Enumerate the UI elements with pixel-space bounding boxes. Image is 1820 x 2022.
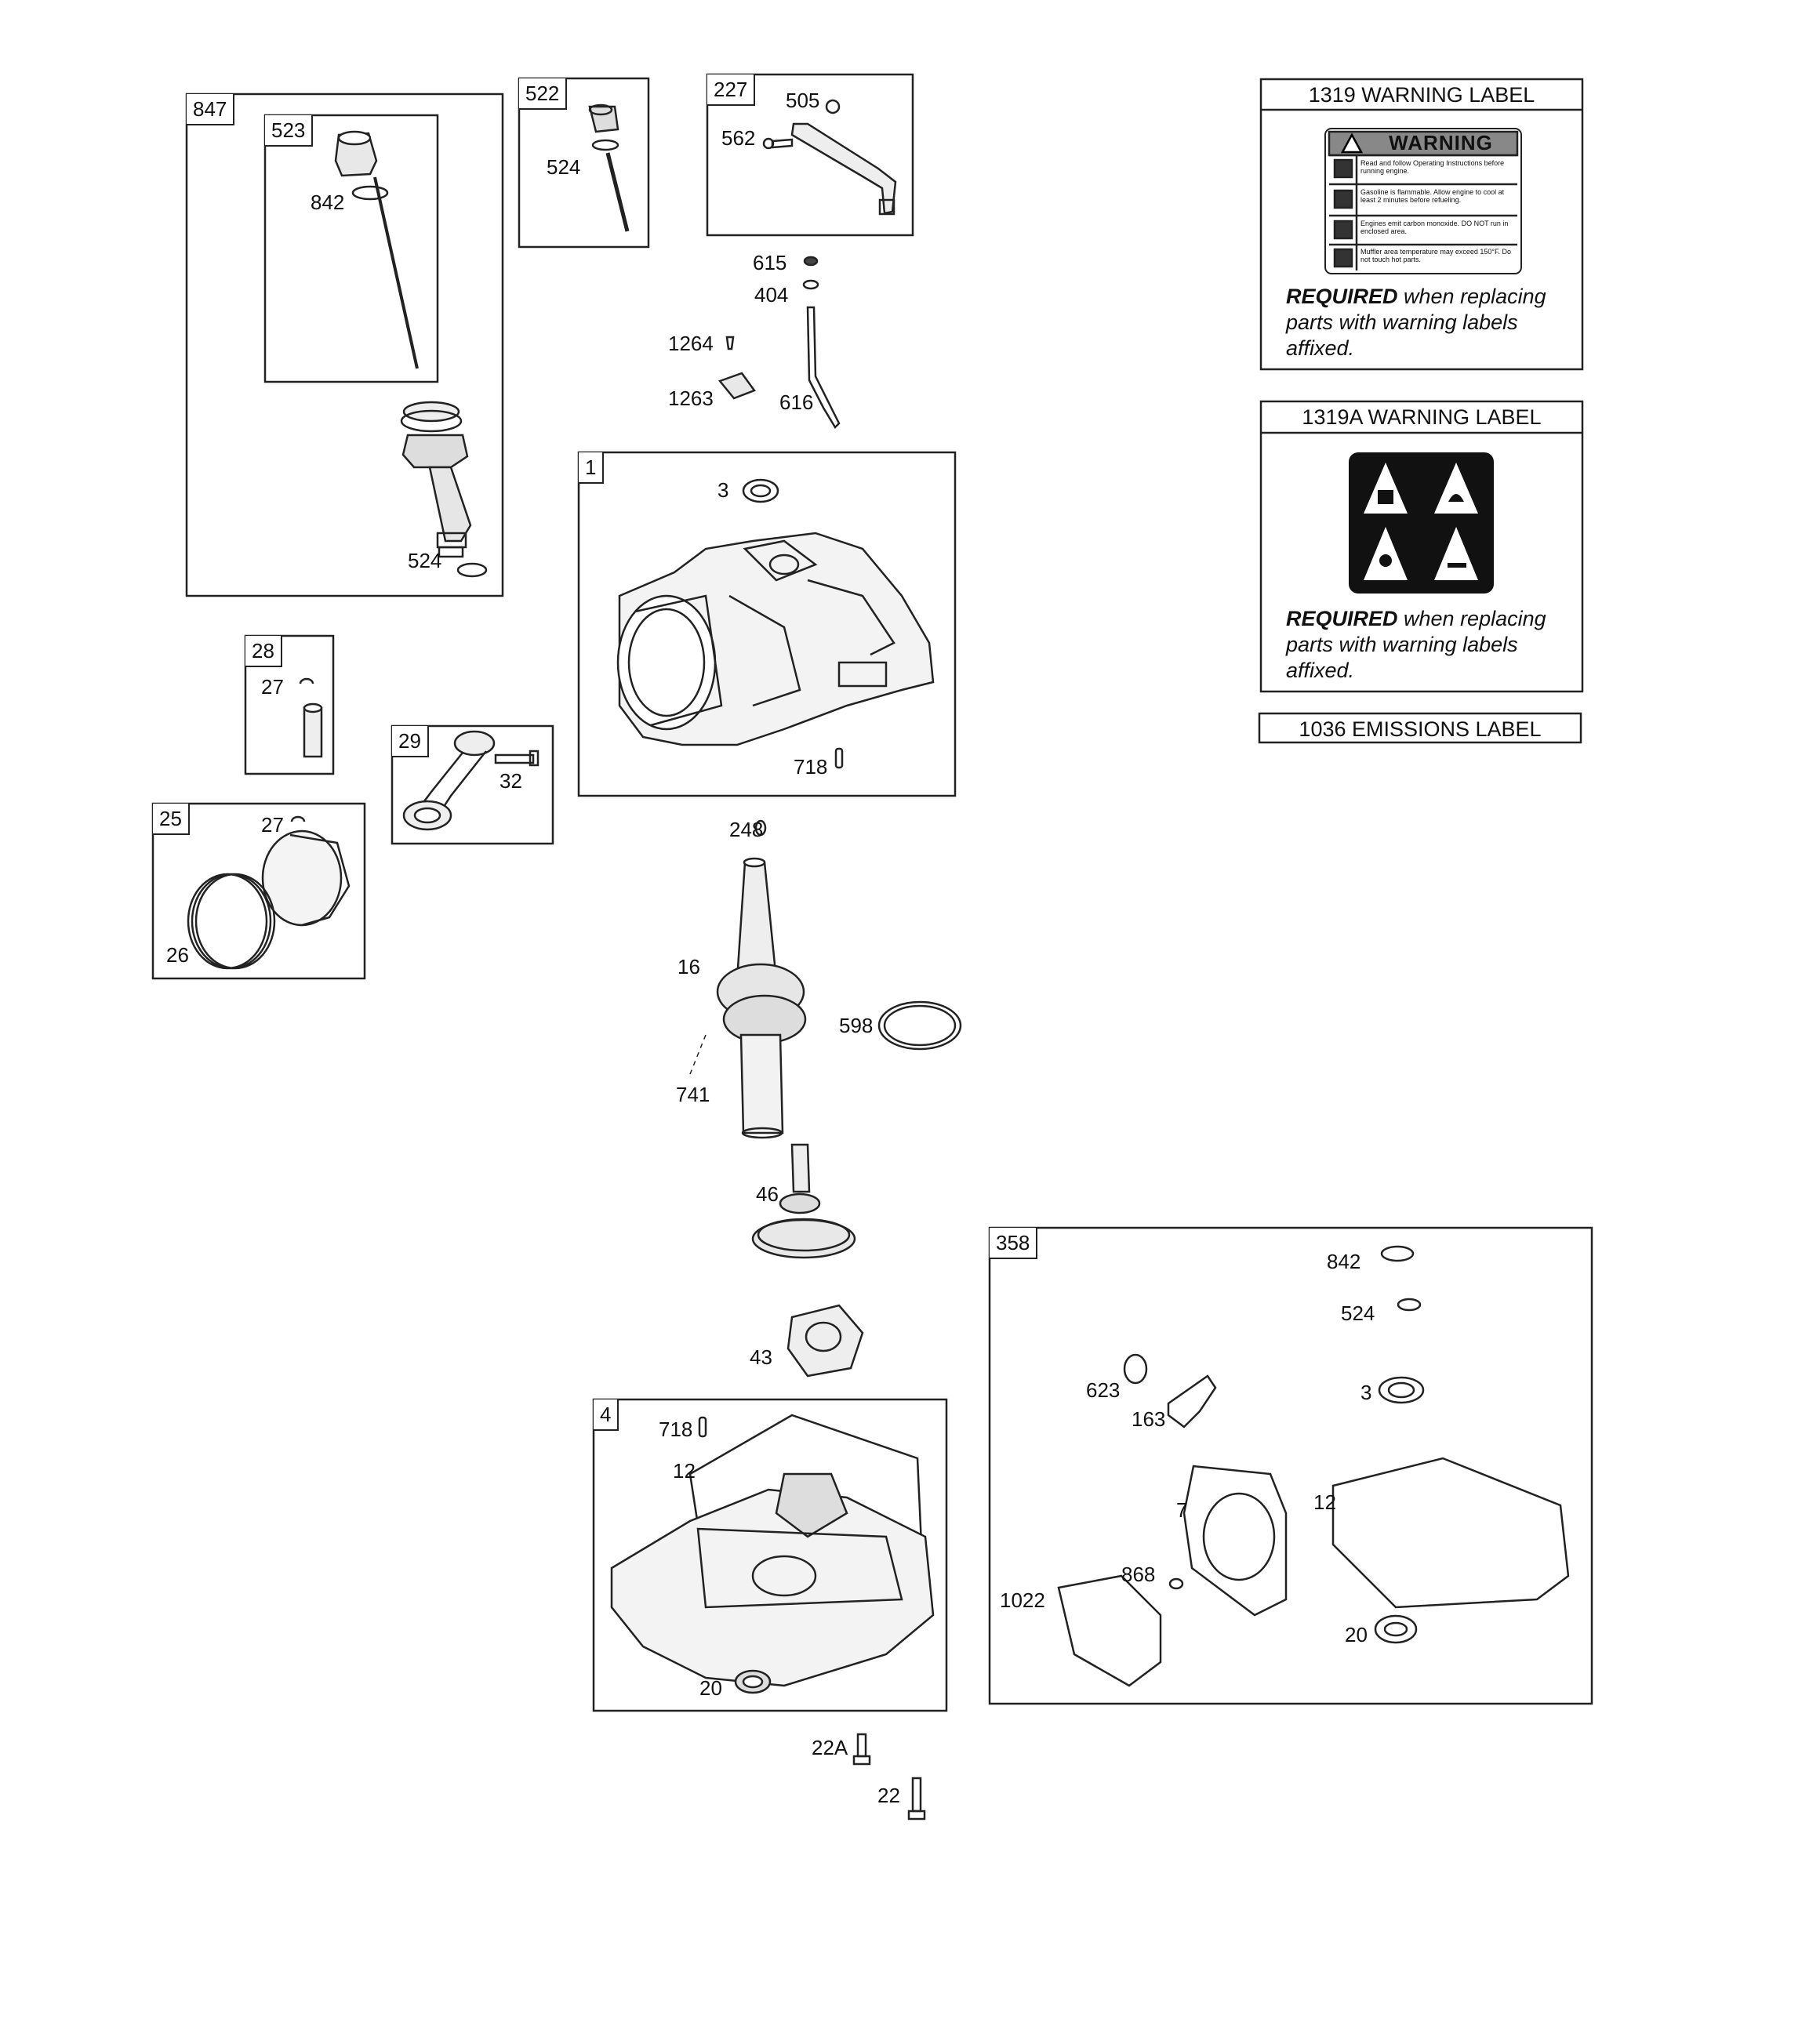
dipstick-tube-part [400,401,488,578]
callout-404: 404 [754,283,789,307]
frame-25 [151,802,366,980]
callout-46: 46 [756,1182,779,1206]
callout-20: 20 [1345,1623,1368,1646]
callout-1022: 1022 [1000,1588,1045,1612]
callout-3: 3 [1360,1381,1372,1404]
gasket-set-part [1057,1245,1570,1687]
callout-27: 27 [261,675,284,699]
callout-43: 43 [750,1345,772,1369]
crankcase-part [616,478,935,769]
frame-358 [988,1226,1593,1705]
callout-616: 616 [779,390,814,414]
box-id-29: 29 [392,726,429,757]
callout-524: 524 [408,549,442,572]
box-id-358: 358 [990,1228,1038,1259]
crankshaft-part [689,819,962,1139]
callout-7: 7 [1176,1498,1188,1522]
callout-718: 718 [794,755,828,779]
frame-1 [577,451,957,797]
callout-1263: 1263 [668,387,714,410]
callout-505: 505 [786,89,820,112]
frame-warning-1319 [1259,78,1584,371]
box-id-1: 1 [579,452,605,484]
box-id-25: 25 [153,804,190,835]
callout-1264: 1264 [668,332,714,355]
box-id-522: 522 [519,78,568,110]
callout-12: 12 [673,1459,696,1483]
callout-741: 741 [676,1083,710,1106]
frame-28 [244,634,335,775]
callout-20: 20 [699,1676,722,1700]
callout-12: 12 [1313,1490,1336,1514]
warning-row: Gasoline is flammable. Allow engine to c… [1360,188,1505,204]
warning-row: Engines emit carbon monoxide. DO NOT run… [1360,220,1509,235]
governor-part [786,1304,864,1378]
box-id-28: 28 [245,636,282,667]
required-note: REQUIRED when replacing parts with warni… [1286,607,1546,682]
callout-16: 16 [678,955,700,978]
callout-22a: 22A [812,1736,848,1759]
piston-pin-part [299,677,323,758]
callout-248: 248 [729,818,764,841]
callout-842: 842 [311,191,345,214]
callout-32: 32 [500,769,522,793]
dipstick-522-part [588,103,630,232]
required-note: REQUIRED when replacing parts with warni… [1286,285,1546,360]
link-parts [717,256,841,430]
callout-562: 562 [721,126,756,150]
box-id-227: 227 [707,74,756,106]
box-id-4: 4 [594,1399,619,1431]
box-id-847: 847 [187,94,235,125]
warning-decal-1319 [1324,128,1522,274]
warning-label-1319a-title: 1319A WARNING LABEL [1302,405,1542,429]
frame-523 [263,114,439,383]
callout-27: 27 [261,813,284,837]
callout-623: 623 [1086,1378,1121,1402]
callout-163: 163 [1132,1407,1166,1431]
box-id-523: 523 [265,115,314,147]
emissions-label-title: 1036 EMISSIONS LABEL [1299,717,1542,741]
callout-524: 524 [547,155,581,179]
callout-615: 615 [753,251,787,274]
governor-lever-part [762,99,897,216]
bolt-parts [852,1733,926,1821]
callout-598: 598 [839,1014,874,1037]
connecting-rod-part [402,730,539,831]
warning-row: Read and follow Operating Instructions b… [1360,159,1505,175]
warning-header: WARNING [1389,131,1493,154]
callout-26: 26 [166,943,189,967]
callout-842: 842 [1327,1250,1361,1273]
sump-part [610,1414,935,1694]
piston-part [187,815,351,970]
camshaft-part [751,1143,856,1259]
dipstick-cap-part [334,130,419,369]
frame-227 [706,73,914,237]
warning-label-1319-title: 1319 WARNING LABEL [1308,83,1535,107]
warning-decal-1319a [1349,452,1494,594]
frame-522 [518,77,650,249]
callout-3: 3 [717,478,729,502]
callout-718: 718 [659,1418,693,1441]
frame-warning-1319a [1259,400,1584,693]
callout-524: 524 [1341,1301,1375,1325]
warning-row: Muffler area temperature may exceed 150°… [1360,248,1512,263]
frame-847 [185,93,504,597]
callout-868: 868 [1121,1563,1156,1586]
callout-22: 22 [877,1784,900,1807]
frame-emissions-1036 [1258,712,1582,744]
frame-4 [592,1398,948,1712]
frame-29 [391,724,554,845]
